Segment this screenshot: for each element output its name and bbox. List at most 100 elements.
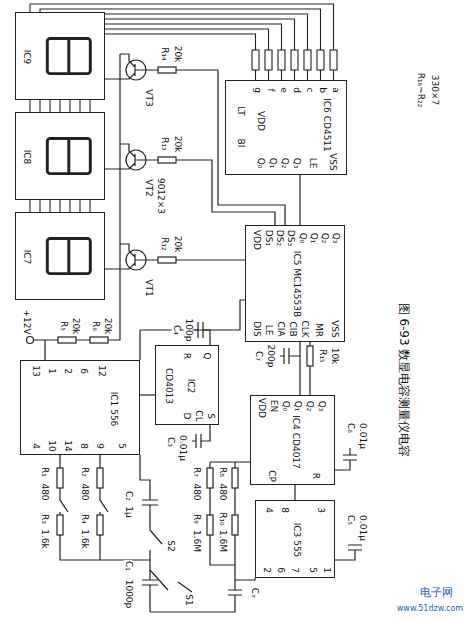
pin-label: VDD [252, 230, 261, 250]
pin-label: 1 [322, 567, 331, 573]
component-label: 20k [71, 317, 80, 336]
component-label: 480 [218, 482, 227, 501]
component-label: C₄ [172, 324, 181, 336]
chip-name: IC1 556 [109, 392, 118, 427]
component-label: 0.01μ [178, 434, 187, 462]
component-label: R₁₀ [218, 511, 227, 526]
component-label: C₁ [124, 560, 133, 572]
pin-label: DS₂ [275, 230, 284, 246]
ic-chip: IC3 55548326751 [255, 500, 335, 578]
component-label: 20k [173, 235, 182, 254]
pin-label: b [317, 87, 326, 93]
resistor-symbol [232, 515, 238, 535]
pin-label: Q₀ [281, 401, 290, 412]
pin-label: 9 [95, 443, 104, 449]
pin-label: 12 [97, 365, 106, 376]
component-label: 1.6M [192, 529, 201, 553]
resistor-symbol [330, 50, 337, 70]
pin-label: 8 [79, 443, 88, 449]
pin-label: Q₁ [268, 158, 277, 169]
pin-label: CIB [288, 321, 297, 336]
resistor-symbol [291, 50, 298, 70]
pin-label: 5 [117, 443, 126, 449]
resistor-symbol [57, 468, 63, 488]
pin-label: c [304, 88, 313, 93]
component-label: R₃ [40, 513, 49, 525]
transistor-symbol [105, 144, 158, 170]
pin-label: D [182, 413, 191, 420]
component-label: R₄ [80, 513, 89, 525]
segment-wire [255, 70, 256, 80]
chip-name: IC7 [22, 250, 31, 265]
pin-label: a [330, 87, 339, 93]
resistor-symbol [207, 515, 213, 535]
pin-label: CIA [276, 321, 285, 336]
component-label: VT3 [144, 88, 153, 107]
watermark: 电子网 [419, 587, 454, 598]
pin-label: VDD [256, 111, 265, 131]
component-label: 330×7 [430, 74, 439, 106]
chip-name: IC8 [22, 150, 31, 165]
pin-label: 6 [276, 567, 285, 573]
pin-label: g [252, 87, 261, 93]
wire-connector [299, 175, 300, 225]
pin-label: Q₃ [292, 158, 301, 169]
resistor-symbol [90, 337, 108, 343]
pin-label: 3 [316, 507, 325, 513]
segment-wire [281, 70, 282, 80]
pin-label: R [311, 473, 320, 479]
pin-label: 7 [290, 567, 299, 573]
pin-label: DIS [252, 321, 261, 336]
pin-label: LE [264, 325, 273, 336]
pin-label: 6 [79, 368, 88, 374]
pin-label: Q₂ [320, 233, 329, 244]
chip-name: IC4 CD4017 [291, 415, 300, 469]
component-label: C₂ [124, 490, 133, 502]
pin-label: Q₂ [280, 158, 289, 169]
transistor-symbol [105, 244, 158, 270]
pin-label: Q₀ [298, 233, 307, 244]
component-label: R₅ [59, 320, 68, 332]
resistor-symbol [97, 515, 103, 535]
pin-label: DS₃ [286, 230, 295, 246]
component-label: S2 [166, 539, 175, 552]
pin-label: VSS [328, 153, 337, 171]
chip-name: IC6 CD4511 [322, 98, 331, 152]
digit-display: IC7 [15, 212, 105, 300]
resistor-symbol [265, 50, 272, 70]
ic-chip: IC1 556131261241014895 [20, 360, 140, 455]
pin-label: CLK [300, 320, 309, 337]
pin-label: VDD [257, 398, 266, 418]
pin-label: 14 [63, 440, 72, 451]
pin-label: Q₃ [317, 401, 326, 412]
component-label: 1000p [124, 579, 133, 610]
pin-label: MR [314, 323, 323, 337]
wire-connector [140, 394, 155, 395]
chip-name: IC5 MC14553B [292, 251, 301, 317]
pin-label: d [291, 87, 300, 93]
component-label: 1.6k [40, 528, 49, 550]
pin-label: Q₃ [331, 233, 340, 244]
component-label: R₂ [80, 466, 89, 478]
component-label: 100p [184, 318, 193, 343]
component-label: 200p [266, 344, 275, 369]
pin-label: BI [236, 139, 245, 148]
component-label: R₁₅ [318, 348, 327, 363]
digit-display: IC8 [15, 112, 105, 200]
ic-chip: IC6 CD4511gfedcbaLTBIVDDQ₀Q₁Q₂Q₃LEVSS [225, 80, 347, 175]
component-label: 480 [80, 482, 89, 501]
resistor-symbol [57, 515, 63, 535]
pin-label: 8 [280, 507, 289, 513]
pin-label: EN [269, 400, 278, 412]
chip-name: IC3 555 [292, 523, 301, 558]
component-label: R₁₆~R₂₂ [416, 72, 425, 108]
segment-wire [307, 70, 308, 80]
component-label: 0.01μ [358, 422, 367, 450]
pin-label: 13 [31, 365, 40, 376]
component-label: Cₓ [250, 587, 259, 599]
component-label: C₆ [346, 422, 355, 434]
pin-label: S [206, 413, 215, 419]
component-label: R₁₃ [160, 136, 169, 151]
chip-name: CD4013 [164, 368, 173, 404]
component-label: 0.01μ [358, 514, 367, 542]
